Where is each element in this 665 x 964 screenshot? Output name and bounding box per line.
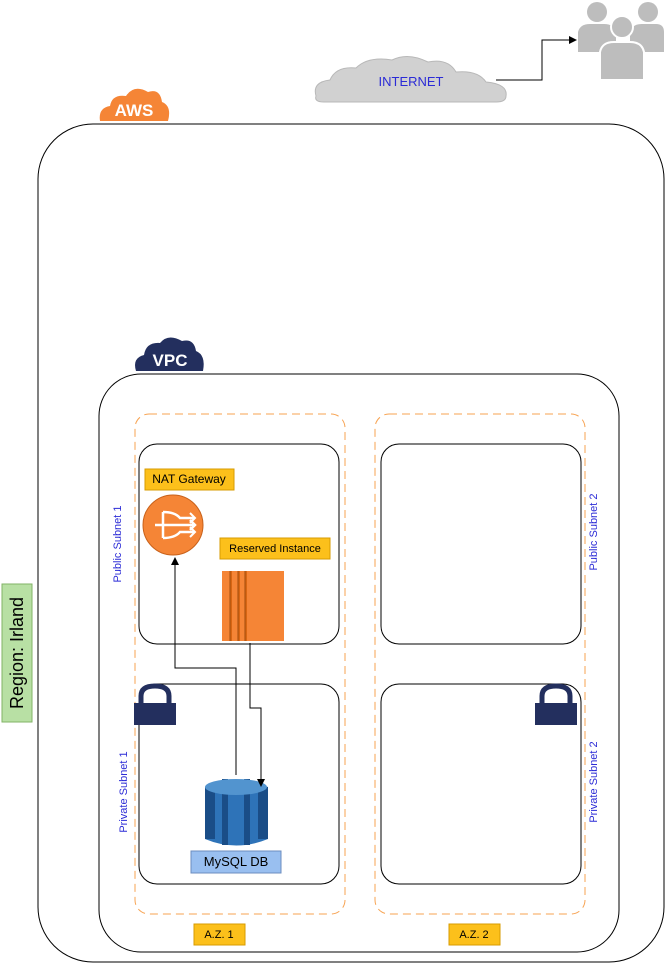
aws-container (37, 123, 665, 963)
public-subnet-2 (380, 443, 582, 645)
public-subnet-1 (138, 443, 340, 645)
public-subnet-2-label: Public Subnet 2 (588, 493, 600, 570)
ec2-instance-icon (222, 571, 284, 641)
mysql-db-label: MySQL DB (204, 854, 269, 869)
az2-label: A.Z. 2 (459, 929, 488, 941)
lock-icon (535, 683, 577, 725)
private-subnet-1-label: Private Subnet 1 (118, 751, 130, 832)
reserved-instance-label-box (219, 537, 331, 560)
private-subnet-2 (380, 683, 582, 885)
db-to-nat-connector (171, 557, 237, 775)
az1-label-box (193, 923, 246, 946)
vpc-label: VPC (153, 351, 188, 370)
mysql-db-label-box (190, 850, 282, 874)
database-icon (205, 779, 268, 846)
private-subnet-1 (138, 683, 340, 885)
aws-cloud-icon (99, 88, 170, 121)
nat-gateway-label-box (144, 468, 235, 491)
lock-icon (134, 683, 176, 725)
region-badge (1, 583, 33, 723)
aws-label: AWS (115, 101, 154, 120)
az1-label: A.Z. 1 (204, 929, 233, 941)
instance-to-db-connector (249, 643, 265, 787)
vpc-container (98, 373, 620, 953)
internet-cloud-icon (314, 56, 507, 103)
az2-label-box (448, 923, 501, 946)
availability-zone-2 (374, 413, 586, 915)
region-label: Region: Irland (7, 597, 27, 709)
private-subnet-2-label: Private Subnet 2 (588, 741, 600, 822)
nat-gateway-icon (142, 494, 204, 556)
internet-users-connector (496, 36, 577, 81)
nat-gateway-label: NAT Gateway (152, 472, 226, 486)
public-subnet-1-label: Public Subnet 1 (112, 505, 124, 582)
internet-label: INTERNET (379, 74, 444, 89)
availability-zone-1 (134, 413, 346, 915)
vpc-cloud-icon (135, 337, 204, 371)
users-group-icon (578, 2, 664, 81)
reserved-instance-label: Reserved Instance (229, 543, 321, 555)
